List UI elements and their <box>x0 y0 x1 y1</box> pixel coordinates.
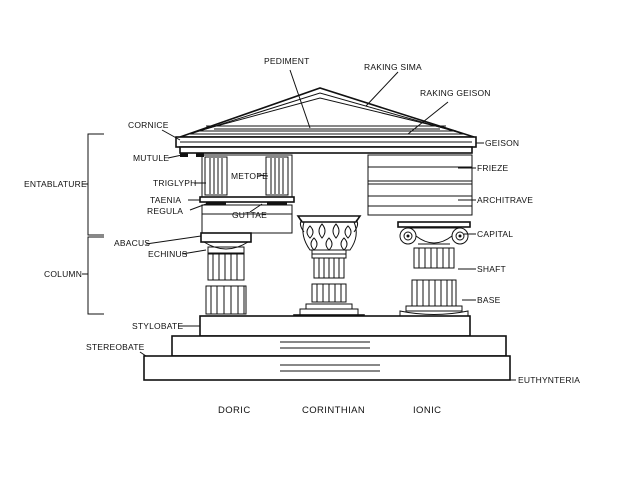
label-euthynteria: EUTHYNTERIA <box>518 375 580 385</box>
corinthian-column <box>293 215 365 325</box>
label-echinus: ECHINUS <box>148 249 188 259</box>
label-entablature: ENTABLATURE <box>24 179 87 189</box>
label-mutule: MUTULE <box>133 153 169 163</box>
order-corinthian: CORINTHIAN <box>302 405 365 416</box>
order-ionic: IONIC <box>413 405 441 416</box>
label-raking-geison: RAKING GEISON <box>420 88 491 98</box>
order-doric: DORIC <box>218 405 251 416</box>
label-regula: REGULA <box>147 206 183 216</box>
label-triglyph: TRIGLYPH <box>153 178 196 188</box>
temple-platform <box>143 315 516 381</box>
label-abacus: ABACUS <box>114 238 150 248</box>
label-geison: GEISON <box>485 138 519 148</box>
label-shaft: SHAFT <box>477 264 506 274</box>
label-base: BASE <box>477 295 501 305</box>
ionic-column <box>397 221 471 317</box>
doric-column <box>200 232 252 315</box>
label-frieze: FRIEZE <box>477 163 509 173</box>
leader-lines <box>139 69 484 357</box>
label-architrave: ARCHITRAVE <box>477 195 533 205</box>
label-guttae: GUTTAE <box>232 210 267 220</box>
geison-band <box>175 136 477 154</box>
ionic-entablature <box>367 154 473 216</box>
label-cornice: CORNICE <box>128 120 169 130</box>
left-brackets <box>82 133 104 315</box>
label-metope: METOPE <box>231 171 268 181</box>
label-capital: CAPITAL <box>477 229 513 239</box>
label-column: COLUMN <box>44 269 82 279</box>
order-labels: DORIC CORINTHIAN IONIC <box>218 405 441 416</box>
label-raking-sima: RAKING SIMA <box>364 62 422 72</box>
label-stereobate: STEREOBATE <box>86 342 145 352</box>
doric-entablature <box>180 153 295 234</box>
part-labels: PEDIMENT RAKING SIMA RAKING GEISON CORNI… <box>24 56 580 385</box>
label-pediment: PEDIMENT <box>264 56 310 66</box>
pediment-roof <box>179 87 475 139</box>
label-taenia: TAENIA <box>150 195 181 205</box>
label-stylobate: STYLOBATE <box>132 321 183 331</box>
